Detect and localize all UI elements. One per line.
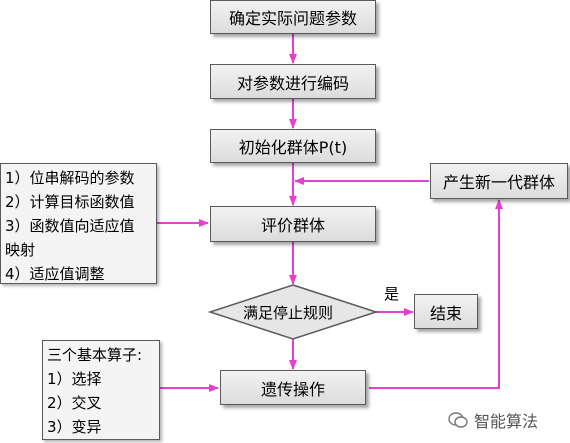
node-evaluate: 评价群体: [210, 206, 376, 242]
eval-note-2: 2）计算目标函数值: [5, 193, 135, 211]
node-newgen: 产生新一代群体: [430, 163, 568, 199]
node-end: 结束: [414, 294, 478, 329]
eval-note-3-cont: 映射: [5, 241, 36, 259]
eval-note-3: 3）函数值向适应值: [5, 217, 135, 235]
decision-diamond: [207, 284, 379, 340]
watermark-text: 智能算法: [474, 412, 539, 431]
yes-label: 是: [384, 285, 400, 303]
node-init: 初始化群体P(t): [210, 129, 376, 163]
node-params: 确定实际问题参数: [210, 0, 376, 34]
watermark: 智能算法: [448, 408, 538, 432]
wechat-icon: [448, 412, 468, 428]
decision-label: 满足停止规则: [243, 304, 334, 322]
operator-notes: 三个基本算子: 1）选择 2）交叉 3）变异: [42, 340, 160, 440]
eval-note-4: 4）适应值调整: [5, 265, 105, 283]
node-encode: 对参数进行编码: [210, 64, 376, 99]
operator-note-2: 2）交叉: [47, 394, 102, 412]
arrow-genetic-to-newgen: [369, 199, 503, 389]
eval-notes: 1）位串解码的参数 2）计算目标函数值 3）函数值向适应值 映射 4）适应值调整: [0, 163, 157, 284]
operator-note-3: 3）变异: [47, 418, 102, 436]
operator-note-1: 1）选择: [47, 370, 102, 388]
operator-notes-title: 三个基本算子:: [47, 346, 143, 364]
node-genetic: 遗传操作: [220, 370, 366, 405]
eval-note-1: 1）位串解码的参数: [5, 169, 135, 187]
